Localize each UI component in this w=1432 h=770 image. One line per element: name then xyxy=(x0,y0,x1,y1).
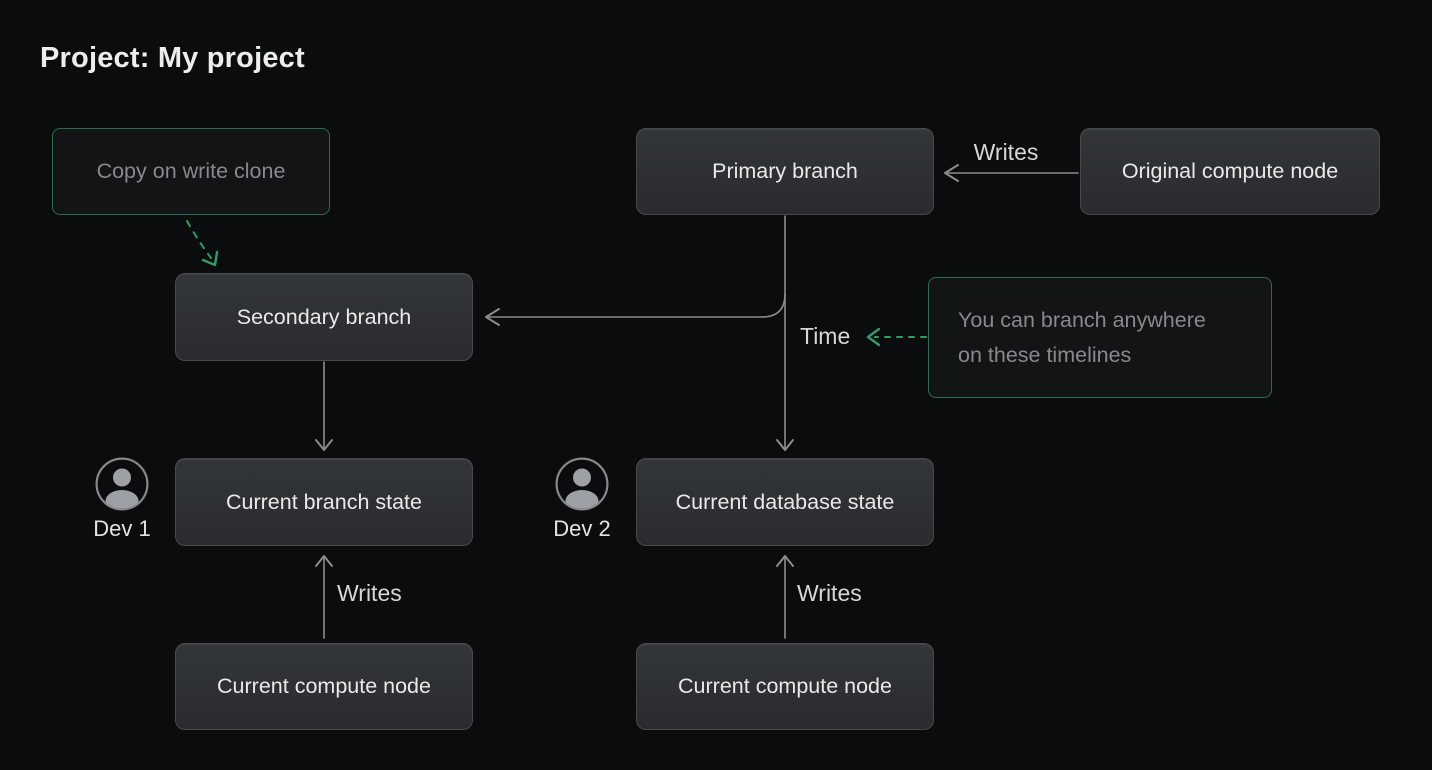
node-original-compute-node: Original compute node xyxy=(1080,128,1380,215)
arrow-writes-right-up xyxy=(776,555,794,639)
node-current-compute-node-left-label: Current compute node xyxy=(217,674,431,698)
arrow-primary-timeline-down xyxy=(776,215,794,451)
arrow-clone-dashed xyxy=(186,220,219,267)
edge-label-writes-top: Writes xyxy=(973,139,1039,165)
edge-label-writes-right: Writes xyxy=(797,580,862,606)
edge-label-time: Time xyxy=(800,323,851,349)
node-current-database-state: Current database state xyxy=(636,458,934,546)
edge-label-writes-left: Writes xyxy=(337,580,402,606)
dev1-label: Dev 1 xyxy=(93,516,151,541)
arrow-secondary-down xyxy=(315,361,333,451)
arrow-writes-original-to-primary xyxy=(944,164,1079,182)
annotation-branch-anywhere: You can branch anywhere on these timelin… xyxy=(928,277,1272,398)
arrow-branch-to-secondary xyxy=(485,293,786,326)
arrow-writes-left-up xyxy=(315,555,333,639)
node-current-branch-state-label: Current branch state xyxy=(226,489,422,514)
node-primary-branch: Primary branch xyxy=(636,128,934,215)
node-current-database-state-label: Current database state xyxy=(675,489,895,514)
annotation-copy-on-write-clone-label: Copy on write clone xyxy=(96,159,286,183)
node-current-branch-state: Current branch state xyxy=(175,458,473,546)
node-secondary-branch: Secondary branch xyxy=(175,273,473,361)
annotation-branch-anywhere-label: You can branch anywhere on these timelin… xyxy=(958,307,1206,367)
dev2: Dev 2 xyxy=(553,457,611,542)
dev1-user-icon xyxy=(95,457,149,511)
node-current-compute-node-left: Current compute node xyxy=(175,643,473,730)
node-primary-branch-label: Primary branch xyxy=(712,159,858,183)
arrow-time-dashed xyxy=(866,327,927,347)
annotation-copy-on-write-clone: Copy on write clone xyxy=(52,128,330,215)
dev2-label: Dev 2 xyxy=(553,516,611,541)
node-current-compute-node-right: Current compute node xyxy=(636,643,934,730)
node-current-compute-node-right-label: Current compute node xyxy=(678,674,892,698)
dev1: Dev 1 xyxy=(93,457,151,542)
node-secondary-branch-label: Secondary branch xyxy=(236,304,412,329)
page-title: Project: My project xyxy=(40,42,305,74)
dev2-user-icon xyxy=(555,457,609,511)
node-original-compute-node-label: Original compute node xyxy=(1121,159,1339,183)
